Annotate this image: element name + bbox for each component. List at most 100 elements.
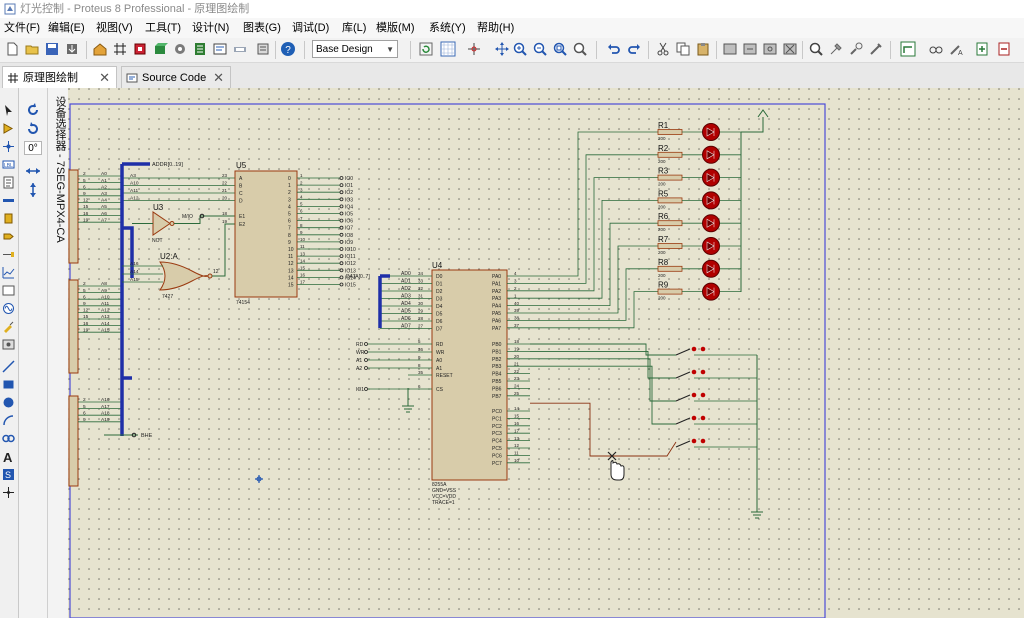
save-icon[interactable] <box>44 41 60 57</box>
decompose-icon[interactable] <box>868 41 884 57</box>
pcb-layout-icon[interactable] <box>132 41 148 57</box>
schematic-icon[interactable] <box>112 41 128 57</box>
text-tool-icon[interactable]: A <box>2 450 15 463</box>
menu-template[interactable]: 模版(M) <box>376 22 415 34</box>
terminal-dot <box>339 204 344 209</box>
arc-tool-icon[interactable] <box>2 414 15 427</box>
u4-right-pin-name: PA6 <box>492 318 501 324</box>
zoom-all-icon[interactable] <box>552 41 568 57</box>
menu-help[interactable]: 帮助(H) <box>477 22 515 34</box>
terminal-mode-icon[interactable] <box>2 230 15 243</box>
component-mode-icon[interactable] <box>2 122 15 135</box>
library-icon[interactable] <box>255 41 271 57</box>
resistor-value: 200 <box>658 273 666 278</box>
menu-file[interactable]: 文件(F) <box>4 22 41 34</box>
menu-tools[interactable]: 工具(T) <box>145 22 182 34</box>
symbol-tool-icon[interactable]: S <box>2 468 15 481</box>
copy-icon[interactable] <box>675 41 691 57</box>
selection-mode-icon[interactable] <box>2 104 15 117</box>
close-icon[interactable]: ✕ <box>213 70 224 85</box>
refresh-icon[interactable] <box>418 41 434 57</box>
new-sheet-icon[interactable] <box>974 41 990 57</box>
rotate-anticlockwise-icon[interactable] <box>25 121 41 137</box>
terminal-dot <box>339 190 344 195</box>
menu-view[interactable]: 视图(V) <box>96 22 133 34</box>
wire-autorouter-icon[interactable] <box>900 41 916 57</box>
debug-icon[interactable] <box>232 41 248 57</box>
remove-sheet-icon[interactable] <box>996 41 1012 57</box>
block-delete-icon[interactable] <box>782 41 798 57</box>
tab-source-code[interactable]: Source Code ✕ <box>121 66 231 88</box>
menu-edit[interactable]: 编辑(E) <box>48 22 85 34</box>
grid-toggle-icon[interactable] <box>440 41 456 57</box>
circle-tool-icon[interactable] <box>2 396 15 409</box>
source-code-icon[interactable] <box>212 41 228 57</box>
text-script-icon[interactable] <box>2 176 15 189</box>
tab-schematic-capture[interactable]: 原理图绘制 ✕ <box>2 66 117 88</box>
subcircuit-icon[interactable] <box>2 212 15 225</box>
undo-icon[interactable] <box>606 41 622 57</box>
gerber-icon[interactable] <box>172 41 188 57</box>
make-device-icon[interactable] <box>828 41 844 57</box>
u4-right-pin-number: 16 <box>514 421 520 426</box>
import-icon[interactable] <box>64 41 80 57</box>
mirror-vertical-icon[interactable] <box>25 182 41 198</box>
design-variant-select[interactable]: Base Design ▼ <box>312 40 398 58</box>
block-rotate-icon[interactable] <box>762 41 778 57</box>
close-icon[interactable]: ✕ <box>99 70 110 85</box>
3d-viewer-icon[interactable] <box>152 41 168 57</box>
pan-icon[interactable] <box>494 41 510 57</box>
junction-dot-icon[interactable] <box>2 140 15 153</box>
graph-mode-icon[interactable] <box>2 266 15 279</box>
new-file-icon[interactable] <box>4 41 20 57</box>
menu-design[interactable]: 设计(N) <box>192 22 230 34</box>
block-move-icon[interactable] <box>742 41 758 57</box>
resistor-value: 200 <box>658 159 666 164</box>
u4-left-pin-name: D3 <box>436 297 443 303</box>
marker-tool-icon[interactable] <box>2 486 15 499</box>
pick-device-icon[interactable] <box>808 41 824 57</box>
menu-system[interactable]: 系统(Y) <box>429 22 466 34</box>
rotation-angle-field[interactable]: 0° <box>24 141 42 155</box>
wire-label-icon[interactable]: LBL <box>2 158 15 171</box>
tape-recorder-icon[interactable] <box>2 284 15 297</box>
zoom-area-icon[interactable] <box>572 41 588 57</box>
bom-icon[interactable] <box>192 41 208 57</box>
u5-output-net-label: IO8 <box>345 233 353 239</box>
device-pin-icon[interactable] <box>2 248 15 261</box>
u4-data-net-label: AD4 <box>401 301 411 307</box>
u5-output-pin-name: 11 <box>288 254 293 260</box>
bus-mode-icon[interactable] <box>2 194 15 207</box>
block-copy-icon[interactable] <box>722 41 738 57</box>
cut-icon[interactable] <box>655 41 671 57</box>
line-tool-icon[interactable] <box>2 360 15 373</box>
menu-graph[interactable]: 图表(G) <box>243 22 281 34</box>
box-tool-icon[interactable] <box>2 378 15 391</box>
chevron-down-icon: ▼ <box>386 45 394 54</box>
paste-icon[interactable] <box>695 41 711 57</box>
origin-icon[interactable] <box>466 41 482 57</box>
menu-library[interactable]: 库(L) <box>342 22 367 34</box>
device-selector-panel[interactable]: 设备选择器 - 7SEG-MPX4-CA <box>48 88 69 618</box>
terminal-dot <box>339 218 344 223</box>
search-tag-icon[interactable] <box>928 41 944 57</box>
property-assign-icon[interactable]: A <box>948 41 964 57</box>
port-a-wire <box>530 131 658 277</box>
help-icon[interactable]: ? <box>280 41 296 57</box>
mirror-horizontal-icon[interactable] <box>25 163 41 179</box>
zoom-out-icon[interactable] <box>532 41 548 57</box>
redo-icon[interactable] <box>626 41 642 57</box>
virtual-instrument-icon[interactable] <box>2 338 15 351</box>
generator-icon[interactable] <box>2 302 15 315</box>
zoom-in-icon[interactable] <box>512 41 528 57</box>
rotate-clockwise-icon[interactable] <box>25 102 41 118</box>
open-folder-icon[interactable] <box>24 41 40 57</box>
source-code-icon <box>126 73 138 83</box>
menu-debug[interactable]: 调试(D) <box>292 22 330 34</box>
path-tool-icon[interactable] <box>2 432 15 445</box>
package-tool-icon[interactable] <box>848 41 864 57</box>
home-icon[interactable] <box>92 41 108 57</box>
voltage-probe-icon[interactable] <box>2 320 15 333</box>
